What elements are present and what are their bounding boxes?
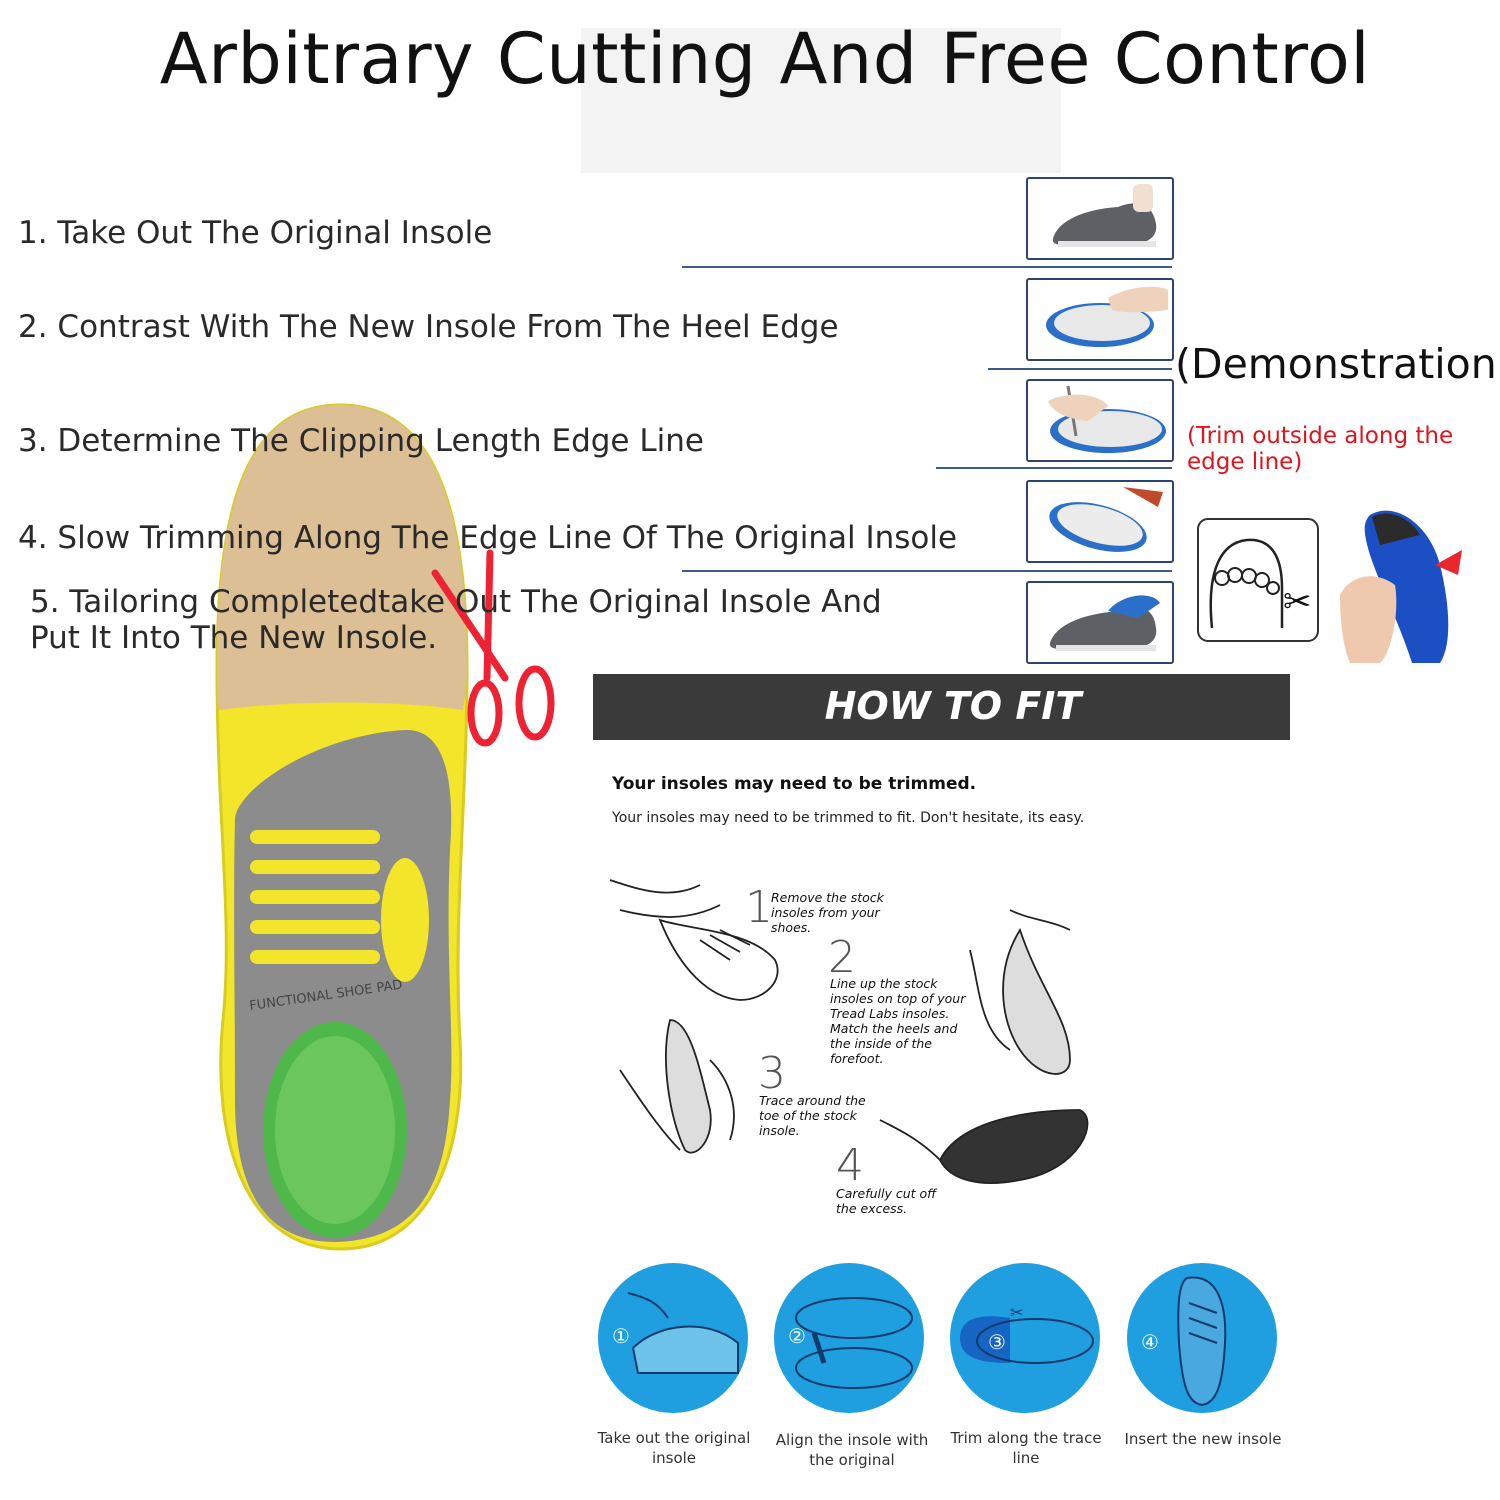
step-3-thumbnail: [1026, 379, 1174, 462]
circle-number: ①: [612, 1324, 630, 1348]
step-1-thumbnail: [1026, 177, 1174, 260]
insole-image: FUNCTIONAL SHOE PAD: [215, 403, 469, 1251]
circle-number: ②: [788, 1324, 806, 1348]
illustration-text: Trace around the toe of the stock insole…: [759, 1093, 866, 1138]
illustration-number: 2: [828, 932, 856, 983]
step-4: 4. Slow Trimming Along The Edge Line Of …: [18, 520, 958, 556]
illustration-text: Carefully cut off the excess.: [836, 1186, 937, 1216]
circle-caption-2: Align the insole with the original: [775, 1431, 929, 1469]
toe-trim-icon: ✂: [1197, 518, 1319, 642]
circle-caption-4: Insert the new insole: [1124, 1430, 1282, 1448]
how-to-fit-banner: [593, 674, 1290, 740]
trimming-photo: [1340, 510, 1462, 663]
title-backdrop: [581, 28, 1061, 173]
demonstration-label: (Demonstration): [1175, 340, 1500, 388]
illustration-number: 1: [745, 882, 773, 933]
step-4-thumbnail: [1026, 480, 1174, 563]
circle-number: ④: [1141, 1330, 1159, 1354]
scissors-icon: [431, 549, 555, 747]
illustration-number: 4: [836, 1140, 864, 1191]
step-divider: [682, 570, 1172, 572]
circle-caption-1: Take out the original insole: [597, 1429, 751, 1467]
step-divider: [988, 368, 1172, 370]
step-3: 3. Determine The Clipping Length Edge Li…: [18, 423, 704, 459]
how-to-fit-title: HOW TO FIT: [824, 684, 1082, 728]
step-5-thumbnail: [1026, 581, 1174, 664]
illustration-number: 3: [758, 1048, 786, 1099]
illustration-text: Remove the stock insoles from your shoes…: [771, 890, 884, 935]
circle-number: ③: [988, 1330, 1006, 1354]
trim-note: (Trim outside along the edge line): [1187, 423, 1454, 475]
step-2: 2. Contrast With The New Insole From The…: [18, 309, 839, 345]
circle-step-2: ②: [774, 1263, 924, 1413]
svg-text:✂: ✂: [1010, 1303, 1023, 1322]
step-divider: [682, 266, 1172, 268]
fit-subheading: Your insoles may need to be trimmed to f…: [612, 810, 1085, 826]
circle-caption-3: Trim along the trace line: [950, 1429, 1102, 1467]
circle-step-1: ①: [598, 1263, 748, 1413]
step-2-thumbnail: [1026, 278, 1174, 361]
circle-step-3: ✂③: [950, 1263, 1100, 1413]
fit-heading: Your insoles may need to be trimmed.: [612, 774, 977, 794]
svg-text:✂: ✂: [1283, 582, 1312, 622]
fit-illustrations: [609, 879, 1089, 1184]
circle-step-4: ④: [1127, 1263, 1277, 1413]
step-divider: [936, 467, 1172, 469]
page-title: Arbitrary Cutting And Free Control: [159, 18, 1371, 100]
step-1: 1. Take Out The Original Insole: [18, 215, 493, 251]
step-5: 5. Tailoring Completedtake Out The Origi…: [30, 584, 882, 656]
illustration-text: Line up the stock insoles on top of your…: [830, 976, 966, 1066]
